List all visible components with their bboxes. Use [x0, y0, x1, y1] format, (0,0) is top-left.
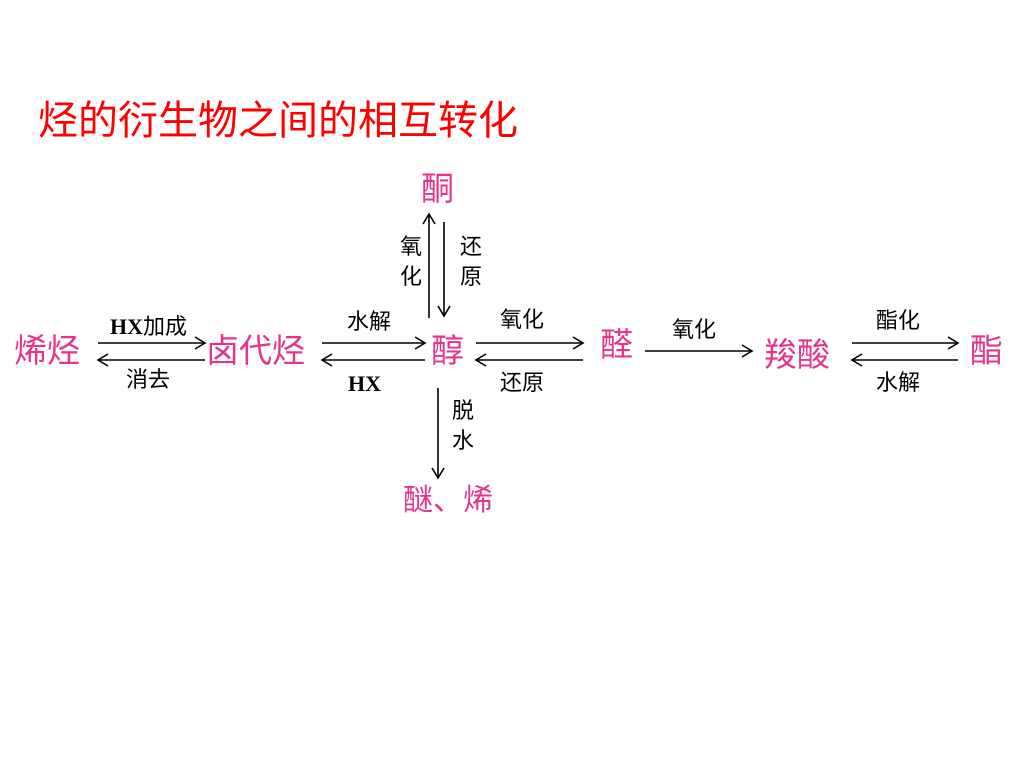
- arrow-aldehyde-to-alcohol: [474, 353, 583, 367]
- arrow-alcohol-to-haloalkane: [320, 353, 425, 367]
- label-esterification: 酯化: [876, 309, 921, 334]
- node-alcohol: 醇: [431, 331, 464, 370]
- arrow-ketone-to-alcohol: [437, 222, 451, 318]
- node-haloalkane: 卤代烃: [206, 331, 305, 370]
- arrow-ester-to-acid: [850, 353, 958, 367]
- arrow-haloalkane-to-alkene: [96, 353, 205, 367]
- node-carboxylic-acid: 羧酸: [764, 335, 830, 374]
- label-reduction-from-ketone: 还 原: [458, 233, 484, 292]
- label-oxidation-to-ketone-char-1: 氧: [399, 235, 422, 260]
- label-dehydration-char-1: 脱: [451, 399, 474, 424]
- label-reduction-from-aldehyde: 还原: [500, 371, 545, 396]
- label-hx-addition: HX加成: [110, 316, 187, 339]
- label-hx-addition-text: 加成: [143, 315, 188, 340]
- arrow-alcohol-to-ketone: [422, 212, 436, 318]
- label-oxidation-to-acid: 氧化: [672, 318, 717, 343]
- node-aldehyde: 醛: [600, 325, 633, 364]
- arrow-alcohol-to-ether: [431, 388, 445, 480]
- label-oxidation-to-ketone: 氧 化: [398, 233, 424, 292]
- label-hx-addition-reagent: HX: [110, 314, 143, 339]
- arrow-acid-to-ester: [852, 336, 960, 350]
- arrow-haloalkane-to-alcohol: [322, 336, 427, 350]
- label-hydrolysis-2: 水解: [876, 371, 921, 396]
- label-oxidation-to-aldehyde: 氧化: [500, 308, 545, 333]
- arrow-alkene-to-haloalkane: [98, 336, 207, 350]
- label-dehydration: 脱 水: [450, 397, 476, 456]
- label-reduction-from-ketone-char-1: 还: [459, 235, 482, 260]
- page-title: 烃的衍生物之间的相互转化: [38, 98, 518, 144]
- label-oxidation-to-ketone-char-2: 化: [399, 264, 422, 290]
- label-elimination: 消去: [126, 368, 171, 393]
- arrow-alcohol-to-aldehyde: [476, 336, 585, 350]
- arrow-aldehyde-to-acid: [645, 344, 754, 358]
- node-ether-alkene: 醚、烯: [403, 483, 493, 518]
- label-dehydration-char-2: 水: [451, 428, 474, 454]
- node-alkene: 烯烃: [14, 331, 80, 370]
- node-ester: 酯: [970, 331, 1003, 370]
- label-hx: HX: [348, 371, 381, 396]
- label-hydrolysis-1: 水解: [347, 310, 392, 335]
- label-reduction-from-ketone-char-2: 原: [459, 264, 482, 290]
- node-ketone: 酮: [421, 169, 454, 208]
